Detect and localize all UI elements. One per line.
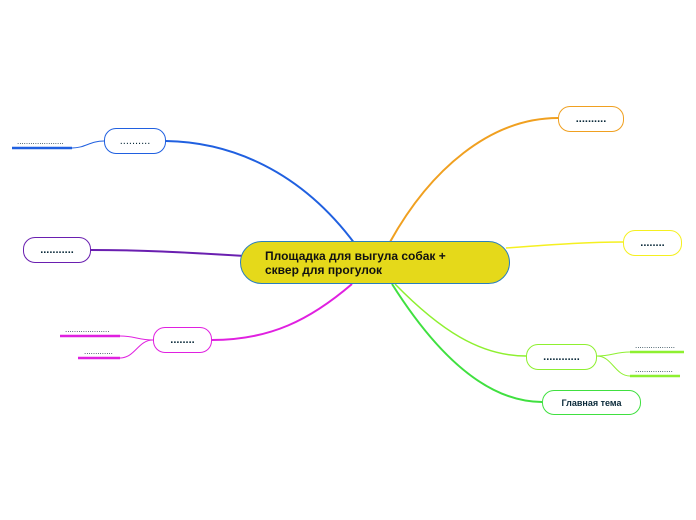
connector-top-left [165,140,356,245]
connector-bottom-right [391,283,543,403]
leaf-top-left-1[interactable]: ..................... [17,137,64,146]
central-topic-label: Площадка для выгула собак + сквер для пр… [265,248,446,277]
branch-node-mid-right[interactable]: ........ [623,230,682,256]
connector-top-left-leaf [12,140,105,149]
leaf-bottom-left-1[interactable]: .................... [65,325,110,334]
connector-lower-right-leaf-2 [596,355,680,377]
connector-mid-left [90,249,246,257]
branch-node-top-left[interactable]: .......... [104,128,166,154]
connector-bottom-left [211,283,353,341]
connector-lower-right-leaf-1 [596,351,684,357]
connector-bottom-left-leaf-2 [78,339,154,359]
branch-label-bottom-right: Главная тема [561,397,622,408]
branch-node-lower-right[interactable]: ............ [526,344,597,370]
leaf-lower-right-1[interactable]: .................. [635,341,676,350]
leaf-lower-right-2[interactable]: ................. [635,365,673,374]
branch-label-top-left: .......... [119,135,151,147]
branch-node-top-right[interactable]: .......... [558,106,624,132]
branch-node-bottom-left[interactable]: ........ [153,327,212,353]
connector-bottom-left-leaf-1 [60,335,154,341]
branch-node-mid-left[interactable]: ........... [23,237,91,263]
central-topic[interactable]: Площадка для выгула собак + сквер для пр… [240,241,510,284]
connector-top-right [389,117,559,243]
branch-label-mid-right: ........ [640,237,665,249]
branch-label-bottom-left: ........ [170,334,195,346]
branch-node-bottom-right[interactable]: Главная тема [542,390,641,415]
connector-lower-right [394,283,527,357]
connector-mid-right [505,241,624,249]
leaf-bottom-left-2[interactable]: ............. [84,347,113,356]
branch-label-lower-right: ............ [543,351,580,363]
branch-label-mid-left: ........... [40,244,74,256]
branch-label-top-right: .......... [575,113,607,125]
